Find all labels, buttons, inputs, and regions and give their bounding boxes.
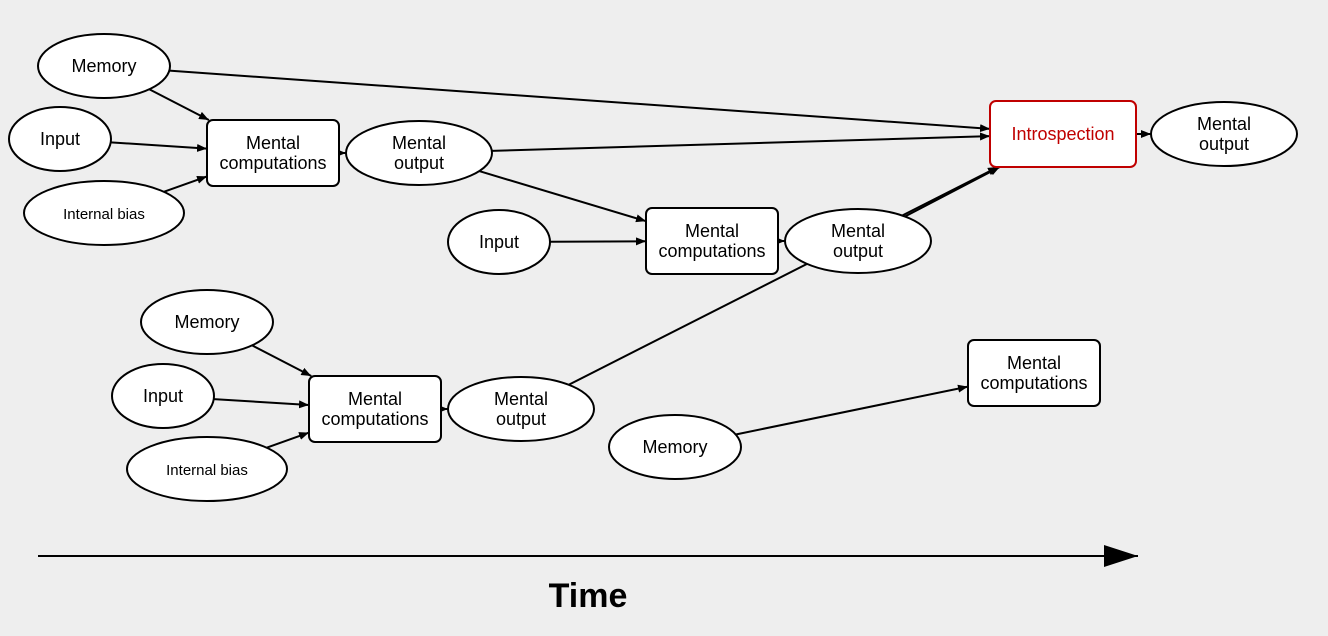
- node-label-line: Mental: [246, 133, 300, 153]
- node-shape-bias1: [23, 180, 185, 246]
- node-label-line: output: [1199, 134, 1249, 154]
- edge-in3-to-mc3: [213, 398, 310, 409]
- node-label-line: Internal bias: [63, 206, 145, 223]
- edge-mem1-to-mc1: [148, 88, 210, 121]
- edge-mem1-to-intro: [169, 69, 991, 133]
- node-label-line: computations: [219, 153, 326, 173]
- time-axis: Time: [38, 545, 1138, 615]
- node-label-line: Internal bias: [166, 462, 248, 479]
- node-shape-mo2: [784, 208, 932, 274]
- node-label-mem2: Memory: [174, 312, 239, 332]
- node-label-line: Mental: [1007, 353, 1061, 373]
- node-label-line: Input: [40, 129, 80, 149]
- node-label-line: Input: [143, 386, 183, 406]
- edges-layer: [110, 69, 1151, 449]
- edge-bias2-to-mc3: [266, 431, 310, 449]
- node-bias1: Internal bias: [23, 180, 185, 246]
- node-mem1: Memory: [37, 33, 171, 99]
- edge-mo2-to-intro: [904, 166, 1001, 218]
- node-shape-mc1: [206, 119, 340, 187]
- node-label-line: Memory: [642, 437, 707, 457]
- node-label-mem3: Memory: [642, 437, 707, 457]
- node-intro: Introspection: [989, 100, 1137, 168]
- node-label-line: computations: [980, 373, 1087, 393]
- node-in2: Input: [447, 209, 551, 275]
- edge-mem2-to-mc3: [251, 344, 312, 377]
- node-label-intro: Introspection: [1011, 124, 1114, 144]
- node-shape-mo3: [447, 376, 595, 442]
- node-shape-intro: [989, 100, 1137, 168]
- node-shape-bias2: [126, 436, 288, 502]
- node-shape-mc4: [967, 339, 1101, 407]
- node-label-line: Mental: [685, 221, 739, 241]
- node-label-line: Memory: [71, 56, 136, 76]
- node-label-line: output: [833, 241, 883, 261]
- node-shape-mem2: [140, 289, 274, 355]
- node-shape-in2: [447, 209, 551, 275]
- node-shape-mem1: [37, 33, 171, 99]
- node-label-line: output: [394, 153, 444, 173]
- node-shape-in3: [111, 363, 215, 429]
- node-label-bias1: Internal bias: [63, 206, 145, 223]
- edge-bias1-to-mc1: [163, 175, 208, 193]
- node-mem3: Memory: [608, 414, 742, 480]
- time-label: Time: [549, 577, 628, 615]
- node-shape-mc2: [645, 207, 779, 275]
- edge-mem3-to-mc4: [735, 384, 969, 436]
- node-label-in2: Input: [479, 232, 519, 252]
- edge-in1-to-mc1: [110, 141, 208, 152]
- edge-mo1-to-mc2: [478, 170, 647, 223]
- node-label-mem1: Memory: [71, 56, 136, 76]
- node-label-line: Input: [479, 232, 519, 252]
- node-mem2: Memory: [140, 289, 274, 355]
- node-label-in3: Input: [143, 386, 183, 406]
- node-label-line: Mental: [494, 389, 548, 409]
- node-in3: Input: [111, 363, 215, 429]
- node-shape-mo4: [1150, 101, 1298, 167]
- node-label-line: Introspection: [1011, 124, 1114, 144]
- node-shape-in1: [8, 106, 112, 172]
- node-bias2: Internal bias: [126, 436, 288, 502]
- node-label-line: Mental: [1197, 114, 1251, 134]
- node-shape-mem3: [608, 414, 742, 480]
- node-label-line: computations: [321, 409, 428, 429]
- node-label-bias2: Internal bias: [166, 462, 248, 479]
- node-label-line: Mental: [348, 389, 402, 409]
- node-shape-mo1: [345, 120, 493, 186]
- node-in1: Input: [8, 106, 112, 172]
- node-label-line: Mental: [392, 133, 446, 153]
- node-label-in1: Input: [40, 129, 80, 149]
- node-label-line: output: [496, 409, 546, 429]
- node-shape-mc3: [308, 375, 442, 443]
- edge-mo3-to-intro: [568, 166, 999, 386]
- node-label-line: Memory: [174, 312, 239, 332]
- edge-mo1-to-intro: [491, 132, 991, 152]
- node-label-line: computations: [658, 241, 765, 261]
- node-label-line: Mental: [831, 221, 885, 241]
